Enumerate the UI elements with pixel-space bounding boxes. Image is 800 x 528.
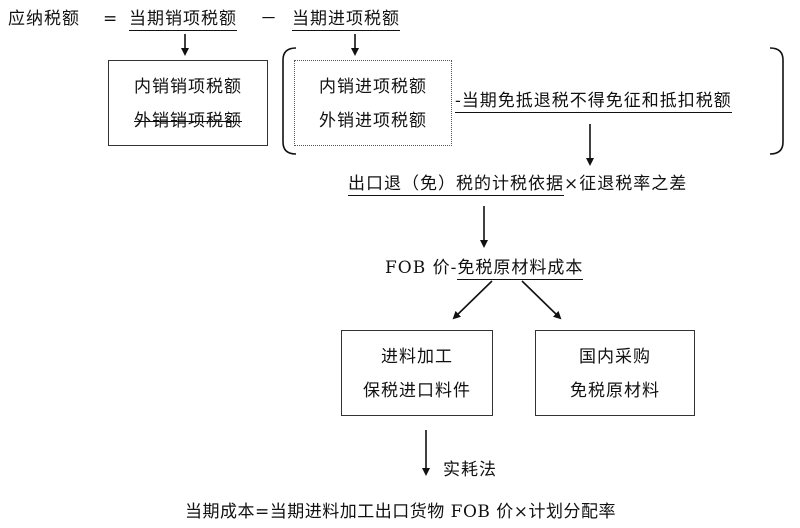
export-input-tax-label: 外销进项税额 bbox=[319, 111, 427, 131]
fob-price-label: FOB 价- bbox=[385, 258, 458, 278]
duty-free-material-cost-term: 免税原材料成本 bbox=[457, 258, 584, 280]
actual-consumption-method-label: 实耗法 bbox=[443, 460, 497, 480]
input-tax-box: 内销进项税额 外销进项税额 bbox=[294, 60, 452, 146]
export-output-tax-label: 外销销项税额 bbox=[134, 111, 242, 131]
non-deductible-tax-term: -当期免抵退税不得免征和抵扣税额 bbox=[455, 91, 732, 113]
formula-lhs: 应纳税额 bbox=[8, 9, 80, 29]
right-bracket bbox=[769, 47, 784, 155]
rate-difference-term: ×征退税率之差 bbox=[564, 174, 688, 194]
domestic-output-tax-label: 内销销项税额 bbox=[134, 77, 242, 97]
formula-minus-sign: － bbox=[260, 9, 278, 29]
arrow-to-processing-box bbox=[452, 280, 493, 320]
output-tax-box: 内销销项税额 外销销项税额 bbox=[108, 60, 268, 146]
bonded-imported-materials-label: 保税进口料件 bbox=[363, 381, 471, 401]
domestic-input-tax-label: 内销进项税额 bbox=[319, 77, 427, 97]
duty-free-raw-materials-label: 免税原材料 bbox=[570, 381, 660, 401]
processing-trade-box: 进料加工 保税进口料件 bbox=[341, 330, 493, 416]
arrow-to-domestic-box bbox=[521, 280, 562, 320]
formula-input-tax-term: 当期进项税额 bbox=[292, 9, 400, 31]
domestic-purchase-label: 国内采购 bbox=[579, 347, 651, 367]
fob-line: FOB 价-免税原材料成本 bbox=[385, 258, 584, 280]
tax-basis-term: 出口退（免）税的计税依据 bbox=[348, 174, 564, 196]
formula-output-tax-term: 当期销项税额 bbox=[129, 9, 237, 31]
current-cost-formula: 当期成本=当期进料加工出口货物 FOB 价×计划分配率 bbox=[185, 502, 617, 522]
domestic-purchase-box: 国内采购 免税原材料 bbox=[535, 330, 695, 416]
formula-equals-sign: = bbox=[103, 9, 119, 29]
tax-basis-line: 出口退（免）税的计税依据×征退税率之差 bbox=[348, 174, 688, 196]
processing-trade-label: 进料加工 bbox=[381, 347, 453, 367]
